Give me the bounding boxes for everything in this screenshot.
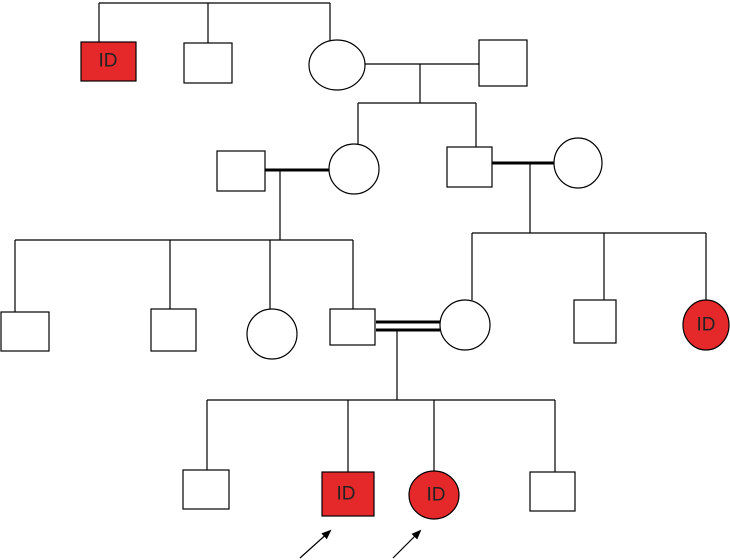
g3-male-2 [150, 308, 197, 352]
pedigree-lines [14, 2, 707, 472]
g2-spouse-male-left [216, 150, 266, 192]
g4-male-1 [182, 469, 230, 510]
g2-female [328, 143, 380, 195]
proband-arrows [299, 529, 422, 559]
generation-2 [216, 137, 603, 195]
g1-spouse-male [478, 39, 528, 87]
affected-label: ID [99, 51, 118, 72]
g3-female-1 [246, 308, 298, 360]
affected-label: ID [697, 315, 716, 336]
g1-female [308, 39, 366, 91]
g4-male-proband [321, 471, 375, 517]
generation-4: ID ID [182, 469, 576, 520]
affected-label: ID [427, 485, 446, 506]
generation-1: ID [80, 39, 528, 91]
g3-male-3 [573, 299, 617, 344]
g3-male-1 [0, 311, 50, 352]
g3-female-affected [682, 299, 730, 351]
affected-label: ID [337, 484, 356, 505]
g3-male-consanguineous [329, 308, 376, 346]
g4-male-2 [529, 471, 576, 512]
g2-spouse-female-right [553, 137, 603, 189]
g1-male [183, 42, 233, 84]
proband-arrow-icon [299, 529, 332, 559]
g2-male [446, 146, 493, 188]
generation-3: ID [0, 299, 730, 360]
g4-female-proband [408, 470, 460, 520]
proband-arrow-icon [392, 529, 422, 559]
g1-male-affected [80, 41, 137, 82]
g3-female-consanguineous [439, 299, 491, 351]
